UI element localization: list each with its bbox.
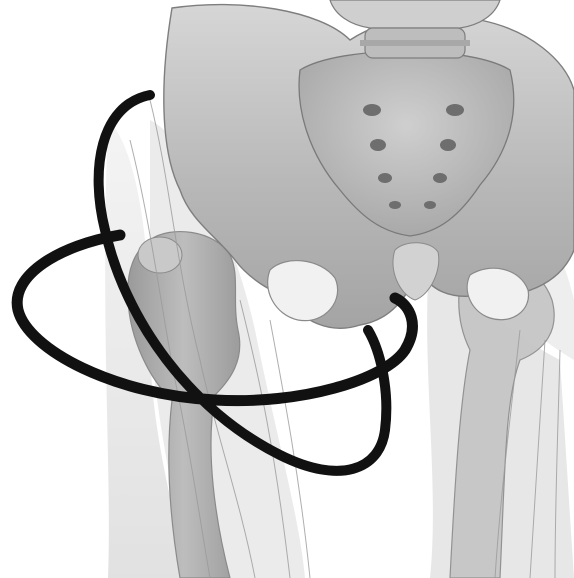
hip-anatomy-illustration [0, 0, 574, 578]
